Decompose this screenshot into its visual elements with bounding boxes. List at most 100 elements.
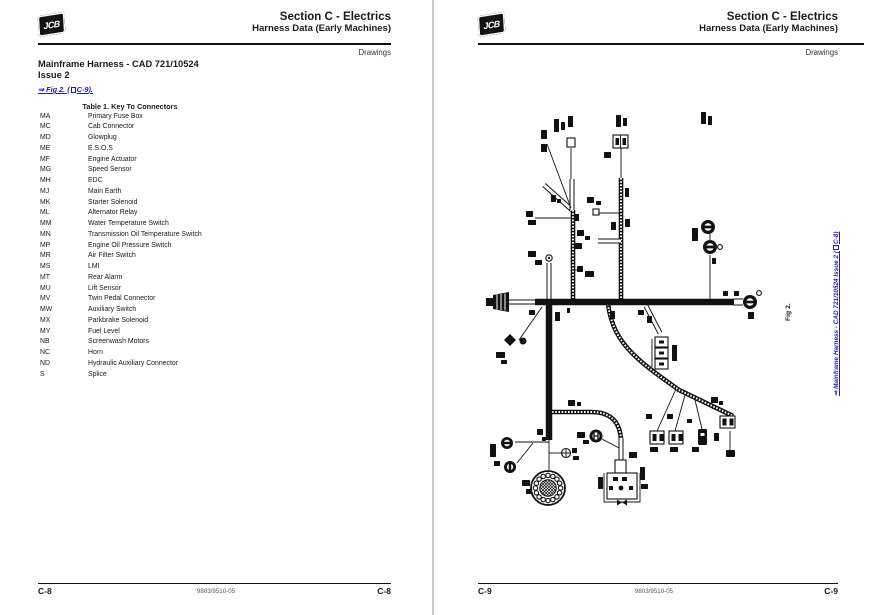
connector-description: Screenwash Motors: [88, 338, 149, 346]
jcb-logo-text: JCB: [483, 18, 500, 31]
connector-description: Fuel Level: [88, 327, 120, 335]
footer-page-left: C-9: [478, 586, 492, 596]
link-arrow-icon: ⇒: [38, 85, 45, 94]
diamond-connector: [504, 334, 527, 346]
section-subtitle: Harness Data (Early Machines): [699, 23, 838, 35]
table-row: MW Auxiliary Switch: [40, 306, 390, 317]
connector-code: MW: [40, 306, 53, 313]
table-row: MR Air Filter Switch: [40, 252, 390, 263]
link-label: Mainframe Harness - CAD 721/10524 Issue …: [833, 251, 840, 389]
table-row: MK Starter Solenoid: [40, 199, 390, 210]
earth-symbol: [560, 447, 572, 459]
connector-code: MG: [40, 166, 52, 174]
connector-description: Speed Sensor: [88, 166, 132, 174]
connector-code: ME: [40, 144, 51, 152]
header-rule: [38, 43, 391, 45]
page-doc-icon: [832, 245, 839, 251]
connector-code: NC: [40, 349, 50, 356]
connector-code: MN: [40, 230, 51, 238]
table-row: NC Horn: [40, 349, 390, 360]
connector-description: Engine Oil Pressure Switch: [88, 241, 172, 249]
connector-description: Main Earth: [88, 187, 122, 195]
header-rule: [478, 43, 864, 45]
connector-code: S: [40, 370, 45, 378]
footer-rule: [38, 583, 391, 585]
category-label: Drawings: [358, 48, 392, 57]
table-row: MP Engine Oil Pressure Switch: [40, 242, 390, 253]
figure-caption: Fig 2.: [785, 303, 792, 321]
table-row: MA Primary Fuse Box: [40, 113, 390, 124]
connector-description: Primary Fuse Box: [88, 112, 143, 120]
section-title: Section C - Electrics: [279, 11, 391, 23]
connector-code: MM: [40, 220, 52, 227]
square-connector: [566, 137, 576, 148]
connector-code: MK: [40, 198, 51, 206]
reference-label-marks: [490, 112, 754, 494]
footer-page-right: C-9: [824, 586, 838, 596]
connector-code: MS: [40, 263, 51, 270]
footer-doc-number: 9803/9510-05: [634, 588, 674, 595]
connector-description: Alternator Relay: [88, 209, 138, 217]
jcb-logo-text: JCB: [43, 18, 60, 31]
right-end-connector: [743, 290, 762, 309]
connector-description: Starter Solenoid: [88, 198, 138, 206]
fan-connectors: [649, 415, 736, 457]
connector-code: ND: [40, 359, 50, 367]
link-page-ref: C-8: [833, 233, 840, 245]
link-arrow-icon: ⇒: [833, 390, 840, 396]
connector-description: Engine Actuator: [88, 155, 137, 163]
category-label: Drawings: [805, 48, 839, 57]
document-title: Mainframe Harness - CAD 721/10524 Issue …: [38, 59, 199, 81]
page-header: Section C - Electrics Harness Data (Earl…: [252, 11, 391, 35]
connector-code: MY: [40, 327, 51, 335]
hatched-branches: [552, 178, 734, 441]
table-row: MG Speed Sensor: [40, 166, 390, 177]
connector-code: MU: [40, 284, 51, 292]
page-c8: JCB Section C - Electrics Harness Data (…: [0, 0, 434, 615]
jcb-logo: JCB: [37, 11, 66, 38]
connector-code: MJ: [40, 187, 50, 195]
connector-code: NB: [40, 338, 50, 346]
bottom-left-lamp-connectors: [501, 437, 516, 473]
connector-code: MP: [40, 241, 51, 249]
connector-description: Air Filter Switch: [88, 252, 136, 260]
figure-reference-link[interactable]: ⇒ Fig 2. (C-9).: [38, 85, 93, 94]
section-subtitle: Harness Data (Early Machines): [252, 23, 391, 35]
table-row: MN Transmission Oil Temperature Switch: [40, 231, 390, 242]
connector-description: Twin Pedal Connector: [88, 295, 156, 303]
connector-code: MA: [40, 112, 51, 120]
lamp-connector-upper: [701, 220, 715, 234]
figure-back-reference-link[interactable]: ⇒ Mainframe Harness - CAD 721/10524 Issu…: [832, 232, 840, 396]
footer-page-right: C-8: [377, 586, 391, 596]
connector-description: Splice: [88, 370, 107, 378]
round-multipin-connector: [530, 470, 566, 506]
connector-description: Horn: [88, 349, 103, 356]
link-close: ): [833, 231, 840, 234]
connector-code: MC: [40, 123, 51, 131]
ring-pin-connector: [545, 254, 553, 262]
connector-code: MH: [40, 177, 51, 184]
connector-description: Rear Alarm: [88, 273, 123, 281]
table-row: S Splice: [40, 371, 390, 382]
page-c9: JCB Section C - Electrics Harness Data (…: [436, 0, 872, 615]
connector-code: MR: [40, 252, 51, 260]
connector-description: Auxiliary Switch: [88, 306, 137, 313]
main-trunks: [535, 298, 734, 440]
page-doc-icon: [70, 86, 76, 93]
connector-description: E.S.O.S: [88, 144, 113, 152]
connector-description: Glowplug: [88, 134, 117, 141]
connector-description: Transmission Oil Temperature Switch: [88, 230, 202, 238]
left-cone-connector: [486, 292, 509, 312]
footer-rule: [478, 583, 838, 585]
